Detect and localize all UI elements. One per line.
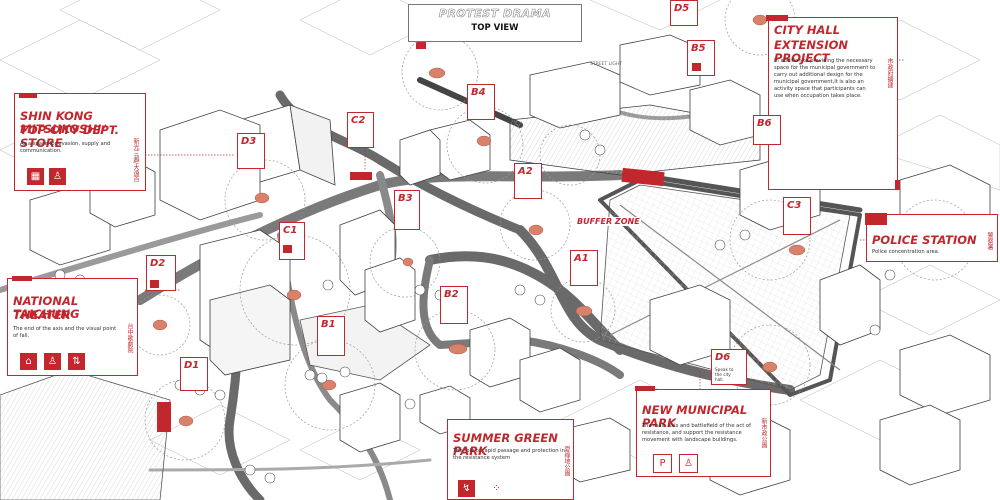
panel-desc-line2: the resistance system <box>453 455 511 461</box>
panel-desc-line1: The role of rapid passage and protection… <box>453 448 565 454</box>
marker-note: Speak to the city hall. <box>715 367 734 382</box>
panel-cjk-label: 台中歌劇院 <box>126 323 133 353</box>
panel-accent-bar <box>865 213 887 225</box>
marker-code: B1 <box>321 319 336 330</box>
marker-icon <box>692 63 701 71</box>
panel-cjk-label: 新光三越/大遠百 <box>132 138 139 183</box>
marker-d3[interactable]: D3 <box>237 133 265 169</box>
org-chart-icon: ♙ <box>49 168 66 185</box>
shin-kong-panel[interactable]: SHIN KONG MITSUKOSHI/ TOP CITY DEPT. STO… <box>14 93 146 191</box>
city-hall-panel[interactable]: CITY HALL EXTENSION PROJECT In addition … <box>766 15 900 190</box>
marker-b6[interactable]: B6 <box>753 115 781 145</box>
new-municipal-panel[interactable]: NEW MUNICIPAL PARK The main axis and bat… <box>635 386 771 477</box>
panel-desc-line2: of fall. <box>13 333 30 339</box>
red-blocks <box>157 41 665 432</box>
marker-b1[interactable]: B1 <box>317 316 345 356</box>
marker-c1[interactable]: C1 <box>279 222 305 260</box>
marker-c3[interactable]: C3 <box>783 197 811 235</box>
marker-icon <box>283 245 292 253</box>
panel-desc-line1: The end of the axis and the visual point <box>13 326 117 332</box>
marker-code: D5 <box>674 3 690 14</box>
marker-code: A1 <box>574 253 589 264</box>
marker-d1[interactable]: D1 <box>180 357 208 391</box>
panel-desc-line1: The main axis and battlefield of the act… <box>642 423 751 429</box>
panel-accent-bar <box>12 276 32 281</box>
panel-accent-bar <box>635 386 655 391</box>
marker-d2[interactable]: D2 <box>146 255 176 291</box>
map-title: PROTEST DRAMA <box>438 7 552 21</box>
panel-desc-line1: As a space for evasion, supply and <box>20 141 111 147</box>
marker-code: D1 <box>184 360 200 371</box>
panel-desc-line6: use when occupation takes place. <box>774 93 862 99</box>
marker-a1[interactable]: A1 <box>570 250 598 286</box>
marker-code: D2 <box>150 258 166 269</box>
marker-code: C3 <box>787 200 802 211</box>
national-theater-panel[interactable]: NATIONAL TAICHUNG THEATER The end of the… <box>7 276 138 376</box>
street-light-label: STREET LIGHT <box>590 62 623 67</box>
panel-desc-line3: movement with landscape buildings. <box>642 437 738 443</box>
exchange-icon: ⇅ <box>68 353 85 370</box>
marker-b4[interactable]: B4 <box>467 84 495 120</box>
panel-title: POLICE STATION <box>872 233 977 247</box>
buildings <box>29 34 991 496</box>
panel-desc: Police concentration area. <box>872 249 940 255</box>
shop-icon: ▦ <box>27 168 44 185</box>
marker-code: B3 <box>398 193 413 204</box>
police-station-panel[interactable]: POLICE STATION Police concentration area… <box>865 213 998 262</box>
panel-title-line1: CITY HALL <box>774 23 841 37</box>
panel-cjk-label: 市政府擴建 <box>886 58 893 88</box>
marker-code: B2 <box>444 289 459 300</box>
panel-desc-line4: municipal government,It is also an <box>774 79 864 85</box>
panel-title-line1: SHIN KONG MITSUKOSHI/ <box>20 109 106 136</box>
marker-code: B4 <box>471 87 486 98</box>
panel-desc-line2: resistance, and support the resistance <box>642 430 742 436</box>
panel-title: NEW MUNICIPAL PARK <box>642 403 748 430</box>
people-icon: ♙ <box>44 353 61 370</box>
panel-cjk-label: 警察署 <box>986 232 993 250</box>
marker-d6[interactable]: D6 Speak to the city hall. <box>711 349 747 385</box>
marker-c2[interactable]: C2 <box>347 112 374 148</box>
panel-title: SUMMER GREEN PARK <box>453 431 558 458</box>
marker-code: D3 <box>241 136 257 147</box>
map-subtitle: TOP VIEW <box>471 23 519 33</box>
panel-title-line1: NATIONAL TAICHUNG <box>13 294 80 321</box>
people-icon: ♙ <box>679 454 698 473</box>
parking-icon: P <box>653 454 672 473</box>
map-title-box: PROTEST DRAMA TOP VIEW <box>408 4 582 42</box>
marker-code: C2 <box>351 115 366 126</box>
marker-b5[interactable]: B5 <box>687 40 715 76</box>
marker-icon <box>150 280 159 288</box>
panel-accent-bar <box>19 93 37 98</box>
route-icon: ↯ <box>458 480 475 497</box>
summer-green-panel[interactable]: SUMMER GREEN PARK The role of rapid pass… <box>447 419 574 500</box>
panel-title-line2: THEATER <box>13 308 71 322</box>
panel-desc-line3: carry out additional design for the <box>774 72 863 78</box>
panel-desc-line5: activity space that participants can <box>774 86 866 92</box>
marker-code: C1 <box>283 225 298 236</box>
buffer-zone-label: BUFFER ZONE <box>576 217 641 226</box>
panel-title-line2: EXTENSION PROJECT <box>774 38 849 65</box>
panel-desc-line2: communication. <box>20 148 62 154</box>
panel-desc-line2: space for the municipal government to <box>774 65 876 71</box>
panel-desc-line1: In addition to providing the necessary <box>774 58 873 64</box>
panel-cjk-label: 新市政公園 <box>760 418 767 448</box>
marker-code: B6 <box>757 118 772 129</box>
panel-title-line2: TOP CITY DEPT. STORE <box>20 123 120 150</box>
panel-accent-bar-right <box>895 180 900 190</box>
marker-a2[interactable]: A2 <box>514 163 542 199</box>
panel-cjk-label: 夏綠地公園 <box>563 446 570 476</box>
marker-d5[interactable]: D5 <box>670 0 698 26</box>
marker-b3[interactable]: B3 <box>394 190 420 230</box>
marker-code: B5 <box>691 43 706 54</box>
marker-code: A2 <box>518 166 533 177</box>
building-icon: ⌂ <box>20 353 37 370</box>
footsteps-icon: ⁘ <box>488 480 505 497</box>
panel-accent-bar <box>766 15 788 21</box>
marker-code: D6 <box>715 352 731 363</box>
marker-b2[interactable]: B2 <box>440 286 468 324</box>
event-markers <box>152 14 806 494</box>
